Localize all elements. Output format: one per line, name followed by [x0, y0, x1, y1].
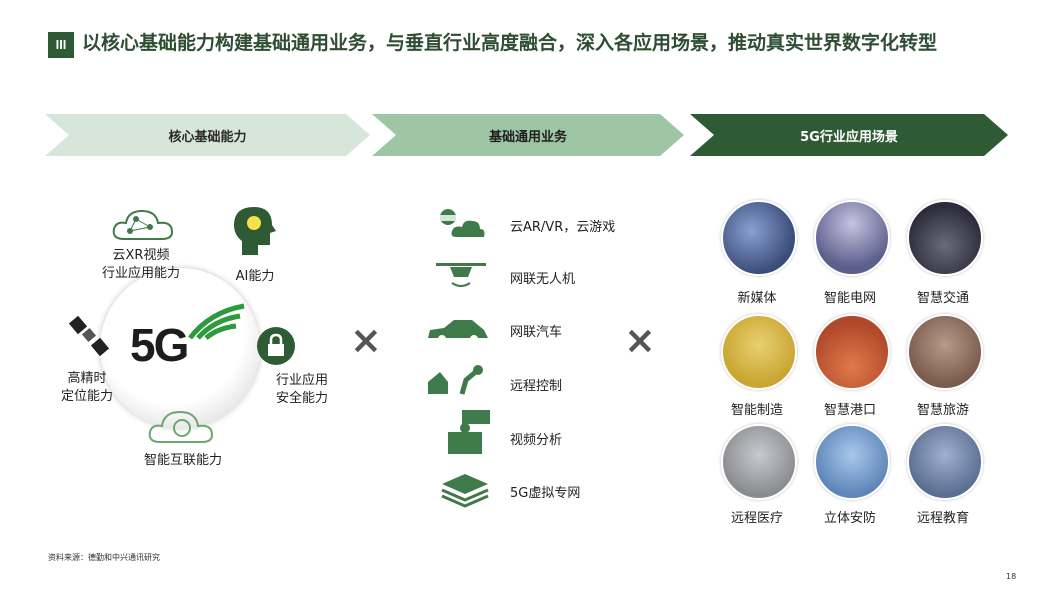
scenario-photo — [721, 314, 797, 390]
video-analysis-icon — [448, 410, 490, 454]
chevron-5g-scenarios: 5G行业应用场景 — [690, 114, 1008, 156]
cloud-network-icon — [112, 209, 174, 240]
scenario-label: 智慧交通 — [916, 291, 969, 306]
scenario-label: 远程教育 — [916, 511, 969, 526]
satellite-icon — [68, 316, 110, 356]
service-label: 视频分析 — [510, 433, 563, 448]
vr-cloud-icon — [440, 209, 485, 237]
5g-circle — [100, 268, 260, 428]
multiply-icon: × — [350, 318, 382, 362]
scenario-photo — [814, 424, 890, 500]
scenario-label: 智慧港口 — [823, 403, 876, 418]
scenario-label: 新媒体 — [737, 291, 777, 306]
drone-icon — [436, 263, 486, 287]
scenario-photo — [814, 200, 890, 276]
scenario-label: 智能电网 — [823, 291, 876, 306]
section-badge: III — [48, 32, 74, 58]
core-label-security: 行业应用 安全能力 — [275, 373, 328, 406]
ai-head-icon — [234, 207, 276, 255]
scenario-label: 智能制造 — [730, 403, 783, 418]
core-label-interconnect: 智能互联能力 — [143, 453, 222, 468]
chevron-basic-services: 基础通用业务 — [372, 114, 684, 156]
core-label-positioning: 高精时 定位能力 — [60, 371, 113, 404]
lock-icon — [257, 327, 295, 365]
chevron-label: 5G行业应用场景 — [800, 129, 898, 145]
service-label: 远程控制 — [510, 379, 563, 394]
5g-signal-arcs-icon — [188, 303, 245, 340]
core-label-xr: 云XR视频 行业应用能力 — [101, 248, 180, 281]
service-label: 网联汽车 — [510, 325, 563, 340]
service-label: 网联无人机 — [510, 272, 576, 287]
scenario-photo — [907, 424, 983, 500]
cloud-connect-icon — [148, 410, 214, 443]
scenario-photo — [907, 200, 983, 276]
5g-logo-text: 5G — [130, 319, 189, 371]
multiply-icon: × — [624, 318, 656, 362]
service-label: 云AR/VR，云游戏 — [510, 220, 616, 235]
layers-icon — [441, 474, 489, 508]
chevron-label: 核心基础能力 — [168, 129, 247, 145]
page-number: 18 — [1006, 572, 1017, 581]
scenario-label: 远程医疗 — [730, 511, 783, 526]
scenario-photo — [907, 314, 983, 390]
source-footnote: 资料来源：德勤和中兴通讯研究 — [48, 553, 160, 562]
scenario-photo — [721, 200, 797, 276]
chevron-label: 基础通用业务 — [488, 129, 567, 145]
service-label: 5G虚拟专网 — [510, 486, 581, 501]
core-label-ai: AI能力 — [235, 269, 275, 284]
scenario-photo — [721, 424, 797, 500]
scenario-photo — [814, 314, 890, 390]
page-title: 以核心基础能力构建基础通用业务，与垂直行业高度融合，深入各应用场景，推动真实世界… — [82, 32, 938, 54]
chevron-core-capabilities: 核心基础能力 — [45, 114, 370, 156]
scenario-label: 智慧旅游 — [916, 403, 969, 418]
robot-arm-icon — [428, 365, 483, 395]
car-icon — [428, 320, 488, 343]
scenario-label: 立体安防 — [823, 511, 876, 526]
